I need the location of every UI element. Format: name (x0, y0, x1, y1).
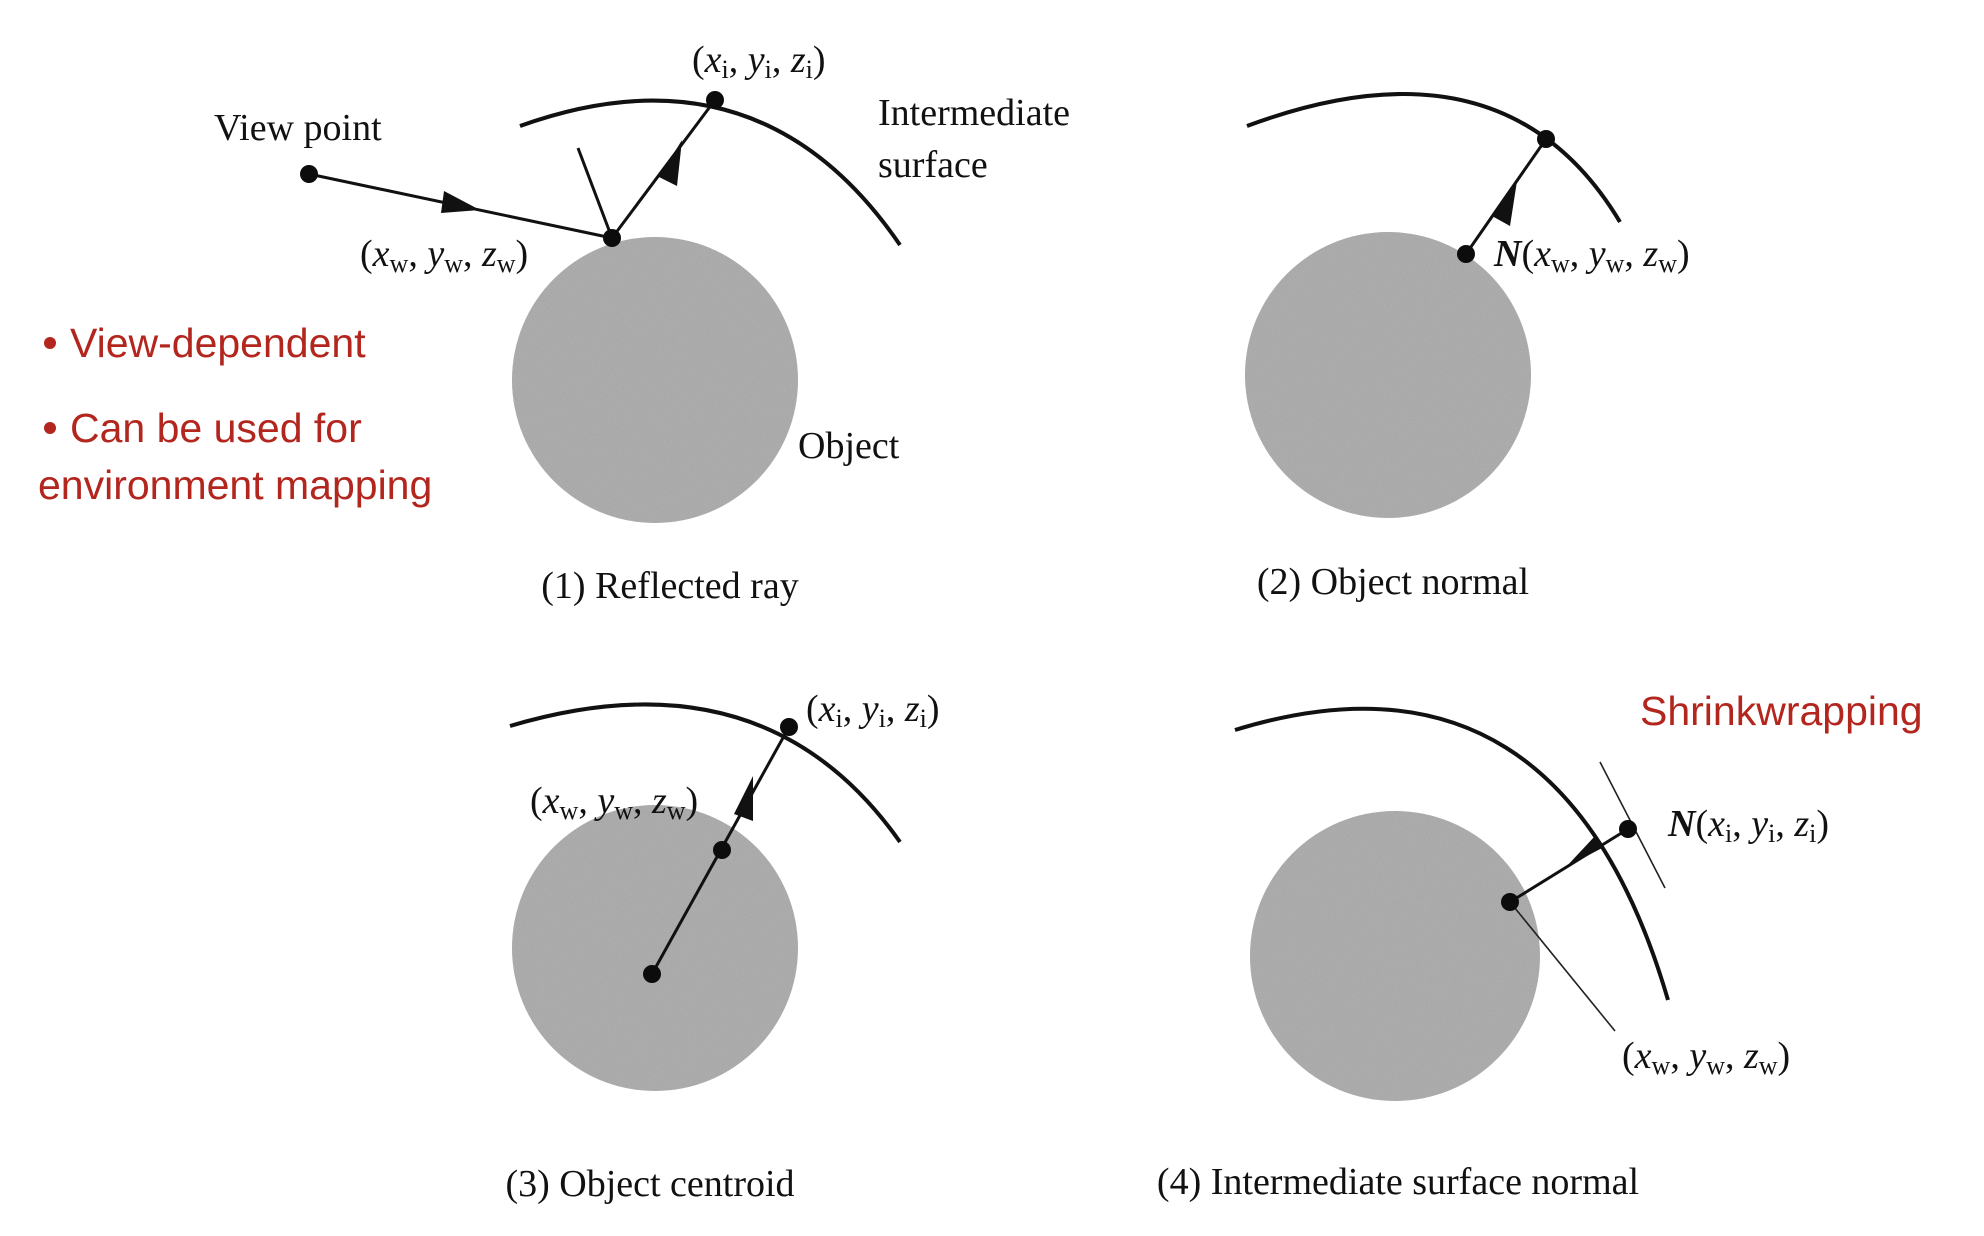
intersection-coordinates-label: (xi, yi, zi) (806, 688, 940, 733)
surface-coordinates-label: (xw, yw, zw) (530, 780, 698, 825)
normal-coordinates-label: N(xi, yi, zi) (1667, 803, 1829, 848)
intersection-point-dot (1619, 820, 1637, 838)
surface-normal-line (576, 147, 614, 239)
bullet-2-icon (44, 422, 56, 434)
bullet-environment-mapping-line-2: environment mapping (38, 462, 432, 508)
panel-object-normal: N(xw, yw, zw) (2) Object normal (1245, 92, 1690, 603)
bullet-view-dependent: View-dependent (70, 320, 366, 366)
panel-intermediate-surface-normal: N(xi, yi, zi) (xw, yw, zw) (4) Intermedi… (1157, 706, 1829, 1203)
surface-coordinates-label: (xw, yw, zw) (1622, 1035, 1790, 1080)
intermediate-surface-arc (1234, 706, 1670, 1001)
panel-object-centroid: (xi, yi, zi) (xw, yw, zw) (3) Object cen… (505, 688, 939, 1205)
view-point-dot (300, 165, 318, 183)
panel-3-caption: (3) Object centroid (505, 1163, 794, 1205)
centroid-ray-arrowhead (734, 776, 753, 821)
intermediate-surface-arc (1246, 92, 1622, 224)
object-normal-arrowhead (1492, 181, 1517, 226)
panel-2-caption: (2) Object normal (1257, 561, 1529, 603)
intermediate-normal-ray (1509, 827, 1629, 904)
intersection-point-dot (706, 91, 724, 109)
normal-coordinates-label: N(xw, yw, zw) (1493, 233, 1690, 278)
panel-4-caption: (4) Intermediate surface normal (1157, 1161, 1639, 1203)
intermediate-surface-label: Intermediate (878, 92, 1070, 134)
shrinkwrapping-label: Shrinkwrapping (1640, 688, 1923, 734)
object-sphere (512, 805, 798, 1091)
view-ray-arrowhead (441, 191, 480, 213)
reflected-ray (610, 99, 717, 239)
slide-annotations: View-dependent Can be used for environme… (38, 320, 1923, 734)
intermediate-surface-arc (509, 702, 902, 844)
intersection-point-dot (1537, 130, 1555, 148)
surface-coordinates-label: (xw, yw, zw) (360, 233, 528, 278)
panel-1-caption: (1) Reflected ray (541, 565, 798, 607)
surface-point-dot (1501, 893, 1519, 911)
view-point-label: View point (214, 107, 382, 149)
leader-line (1509, 901, 1616, 1032)
object-sphere (512, 237, 798, 523)
object-label: Object (798, 425, 900, 467)
intermediate-surface-label-line-2: surface (878, 144, 988, 186)
surface-point-dot (1457, 245, 1475, 263)
panel-reflected-ray: View point Intermediate surface Object (… (214, 39, 1070, 607)
bullet-1-icon (44, 337, 56, 349)
centroid-dot (643, 965, 661, 983)
reflected-ray-arrowhead (659, 140, 682, 186)
intersection-point-dot (780, 718, 798, 736)
bullet-environment-mapping: Can be used for (70, 405, 362, 451)
surface-point-dot (713, 841, 731, 859)
object-sphere (1250, 811, 1540, 1101)
object-sphere (1245, 232, 1531, 518)
intermediate-surface-arc (519, 98, 902, 247)
surface-point-dot (603, 229, 621, 247)
intermediate-normal-arrowhead (1566, 836, 1604, 867)
intersection-coordinates-label: (xi, yi, zi) (692, 39, 826, 84)
